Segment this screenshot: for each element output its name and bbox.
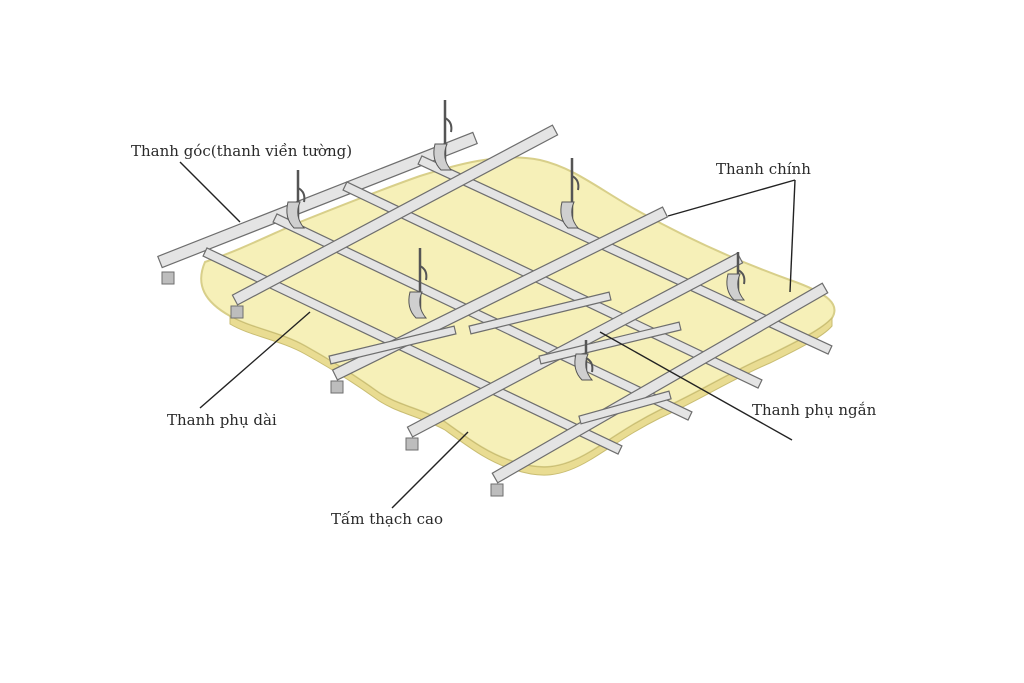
- main-bar-end: [230, 305, 244, 319]
- leader-line-main-bar-2: [789, 179, 796, 293]
- label-corner-bar: Thanh góc(thanh viền tường): [131, 142, 353, 160]
- main-bar-end: [405, 437, 419, 451]
- hanger-clip: [560, 201, 580, 229]
- main-bar: [491, 282, 829, 484]
- hanger-clip: [433, 143, 453, 171]
- hanger-rod: [560, 158, 580, 229]
- hanger-rod: [433, 100, 453, 171]
- corner-bar: [157, 131, 478, 269]
- leader-line-corner-bar: [179, 161, 241, 223]
- hanger-rods: [286, 100, 746, 381]
- main-bar-end: [330, 380, 344, 394]
- label-long-cross-bar: Thanh phụ dài: [167, 411, 277, 429]
- hanger-hook: [297, 187, 306, 203]
- hanger-hook: [419, 265, 428, 281]
- leader-line-main-bar-1: [667, 179, 796, 217]
- hanger-rod: [408, 248, 428, 319]
- label-short-cross-bar: Thanh phụ ngắn: [752, 401, 877, 419]
- short-cross-bar: [468, 291, 612, 335]
- main-bar-end: [490, 483, 504, 497]
- label-gypsum-board: Tấm thạch cao: [331, 510, 444, 528]
- hanger-clip: [286, 201, 306, 229]
- leader-line-gypsum-board: [391, 431, 469, 509]
- ceiling-frame-grid: [157, 124, 833, 497]
- hanger-hook: [444, 117, 453, 133]
- leader-lines: [179, 161, 796, 509]
- hanger-clip: [726, 273, 746, 301]
- short-cross-bar: [538, 321, 682, 365]
- hanger-hook: [571, 175, 580, 191]
- long-cross-bar: [202, 247, 623, 455]
- leader-line-short-cross-bar: [599, 331, 793, 441]
- hanger-rod: [286, 170, 306, 229]
- long-cross-bar: [417, 155, 833, 355]
- main-bar: [231, 124, 559, 306]
- hanger-clip: [408, 291, 428, 319]
- hanger-rod: [574, 340, 594, 381]
- hanger-clip: [574, 353, 594, 381]
- short-cross-bar: [328, 325, 457, 365]
- corner-bar-end: [161, 271, 175, 285]
- short-cross-bar: [578, 390, 672, 425]
- leader-line-long-cross-bar: [199, 311, 311, 409]
- hanger-hook: [585, 357, 594, 373]
- hanger-hook: [737, 269, 746, 285]
- hanger-rod: [726, 252, 746, 301]
- label-main-bar: Thanh chính: [716, 160, 811, 178]
